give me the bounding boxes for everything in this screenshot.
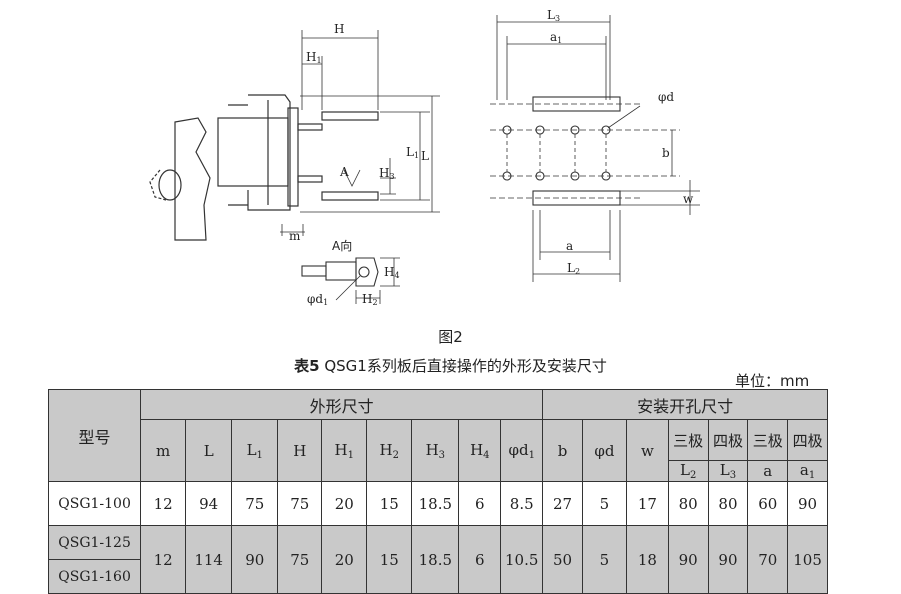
dim-label-H1: H1 [306, 50, 322, 65]
value-cell: 20 [321, 525, 368, 594]
value-cell: 75 [231, 481, 279, 526]
value-cell: 94 [185, 481, 233, 526]
dim-label-a1: a1 [550, 30, 562, 45]
col-d1: φd1 [500, 419, 544, 482]
col-four-pole-L3: 四极 [707, 419, 749, 461]
dim-label-H2: H2 [362, 292, 378, 307]
value-cell: 114 [185, 525, 233, 594]
value-cell: 90 [667, 525, 709, 594]
outline-dimensions-header: 外形尺寸 [140, 389, 544, 420]
mounting-hole-pattern [502, 96, 621, 206]
value-cell: 75 [277, 481, 323, 526]
value-cell: 18.5 [411, 481, 460, 526]
table-title-text: QSG1系列板后直接操作的外形及安装尺寸 [319, 357, 607, 375]
dim-label-m: m [289, 229, 301, 243]
switch-side-view [149, 94, 379, 241]
col-H4: H4 [458, 419, 502, 482]
value-cell: 8.5 [500, 481, 544, 526]
view-label-A: A向 [332, 238, 352, 253]
model-cell: QSG1-125 [47, 525, 142, 560]
value-cell: 15 [366, 525, 413, 594]
dim-label-L: L [421, 149, 429, 163]
view-arrow-A: A [339, 165, 349, 179]
dimension-table: 型号 外形尺寸 安装开孔尺寸 m L L1 H H1 H2 H3 H4 φd1 … [47, 389, 828, 594]
value-cell: 6 [458, 481, 502, 526]
value-cell: 90 [707, 525, 749, 594]
unit-label: 单位：mm [735, 372, 810, 390]
value-cell: 90 [231, 525, 279, 594]
value-cell: 10.5 [500, 525, 544, 594]
figure-caption: 图2 [438, 328, 463, 346]
a-view-detail [301, 257, 400, 304]
dim-label-H3: H3 [379, 166, 395, 181]
value-cell: 90 [787, 481, 828, 526]
mounting-hole-header: 安装开孔尺寸 [542, 389, 828, 420]
dim-label-L1: L1 [406, 145, 419, 160]
dim-label-d1: φd1 [307, 292, 328, 307]
dim-label-L3: L3 [547, 8, 560, 23]
col-L: L [185, 419, 233, 482]
value-cell: 6 [458, 525, 502, 594]
value-cell: 80 [667, 481, 709, 526]
technical-drawing: H H1 L L1 A H3 m A向 H4 φd1 H2 L3 a1 φd b… [149, 8, 700, 307]
dim-label-H: H [334, 22, 344, 36]
col-H: H [277, 419, 323, 482]
col-b: b [542, 419, 583, 482]
col-d: φd [581, 419, 627, 482]
col-H2: H2 [366, 419, 413, 482]
col-m: m [140, 419, 187, 482]
col-H1: H1 [321, 419, 368, 482]
value-cell: 75 [277, 525, 323, 594]
dim-label-H4: H4 [384, 265, 400, 280]
dim-label-w: w [683, 192, 694, 206]
col-three-pole-a: 三极 [747, 419, 789, 461]
value-cell: 105 [787, 525, 828, 594]
table-row: QSG1-125 12 114 90 75 20 15 18.5 6 10.5 … [47, 525, 828, 594]
col-w: w [625, 419, 669, 482]
col-a: a [747, 460, 789, 482]
value-cell: 15 [366, 481, 413, 526]
dim-label-L2: L2 [567, 261, 580, 276]
dim-label-b: b [662, 146, 670, 160]
value-cell: 27 [542, 481, 583, 526]
col-three-pole-L2: 三极 [667, 419, 709, 461]
table-row: QSG1-100 12 94 75 75 20 15 18.5 6 8.5 27… [47, 481, 828, 526]
model-header: 型号 [47, 389, 142, 482]
value-cell: 20 [321, 481, 368, 526]
table-number: 表5 [294, 357, 320, 375]
value-cell: 5 [581, 481, 627, 526]
value-cell: 5 [581, 525, 627, 594]
value-cell: 12 [140, 525, 187, 594]
model-cell: QSG1-100 [47, 481, 142, 526]
dim-label-d: φd [658, 90, 674, 104]
col-L3: L3 [707, 460, 749, 482]
value-cell: 80 [707, 481, 749, 526]
dim-label-a: a [566, 239, 573, 253]
value-cell: 50 [542, 525, 583, 594]
value-cell: 18 [625, 525, 669, 594]
dimension-lines [280, 30, 440, 236]
value-cell: 12 [140, 481, 187, 526]
col-H3: H3 [411, 419, 460, 482]
mounting-dimension-lines [490, 15, 700, 282]
col-a1: a1 [787, 460, 828, 482]
value-cell: 70 [747, 525, 789, 594]
value-cell: 17 [625, 481, 669, 526]
table-title: 表5 QSG1系列板后直接操作的外形及安装尺寸 [0, 355, 901, 376]
col-four-pole-a1: 四极 [787, 419, 828, 461]
col-L2: L2 [667, 460, 709, 482]
value-cell: 60 [747, 481, 789, 526]
model-cell: QSG1-160 [47, 559, 142, 594]
value-cell: 18.5 [411, 525, 460, 594]
col-L1: L1 [231, 419, 279, 482]
